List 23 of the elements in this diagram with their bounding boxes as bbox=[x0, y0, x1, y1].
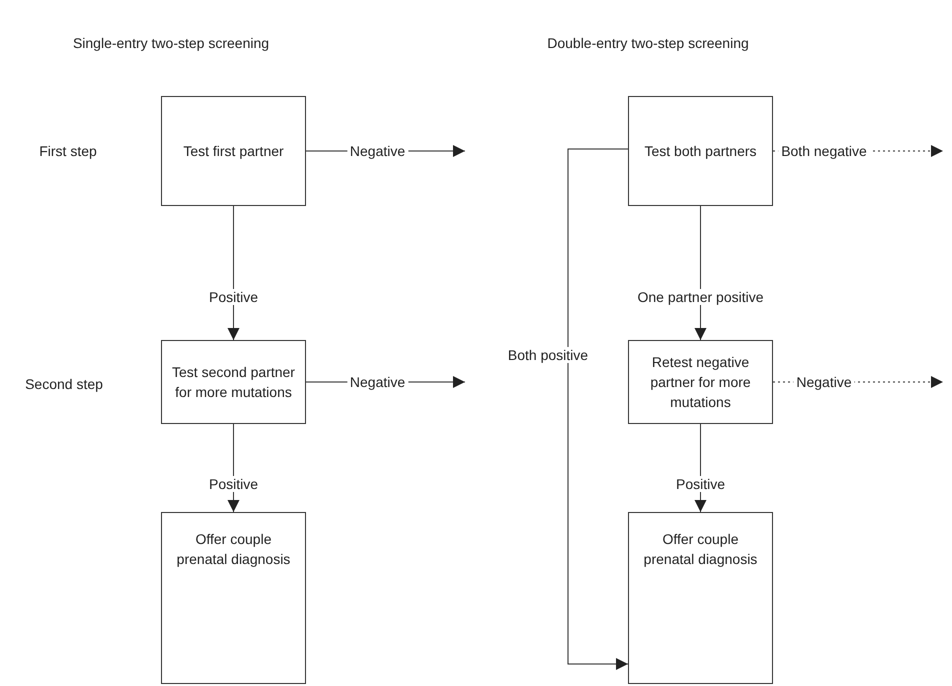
step-label: First step bbox=[39, 143, 97, 159]
edge-label: Negative bbox=[346, 143, 408, 159]
edge-label: Negative bbox=[793, 374, 855, 390]
process-box bbox=[161, 512, 306, 684]
column-heading: Double-entry two-step screening bbox=[547, 35, 749, 51]
column-heading: Single-entry two-step screening bbox=[72, 35, 270, 51]
process-box bbox=[161, 96, 306, 206]
arrow bbox=[568, 148, 628, 670]
process-box bbox=[628, 96, 773, 206]
box-text: Offer couple prenatal diagnosis bbox=[642, 530, 758, 570]
process-box bbox=[628, 512, 773, 684]
step-label: Second step bbox=[25, 376, 103, 392]
process-box bbox=[628, 340, 773, 424]
box-text: Test second partner for more mutations bbox=[172, 362, 295, 402]
edge-label: Negative bbox=[346, 374, 408, 390]
box-text: Offer couple prenatal diagnosis bbox=[176, 530, 292, 570]
box-text: Test first partner bbox=[183, 142, 284, 161]
box-text: Retest negative partner for more mutations bbox=[649, 352, 752, 412]
process-box bbox=[161, 340, 306, 424]
edge-label: Both negative bbox=[778, 143, 870, 159]
arrow bbox=[228, 206, 240, 340]
arrow bbox=[694, 206, 706, 340]
box-text: Test both partners bbox=[644, 142, 757, 161]
